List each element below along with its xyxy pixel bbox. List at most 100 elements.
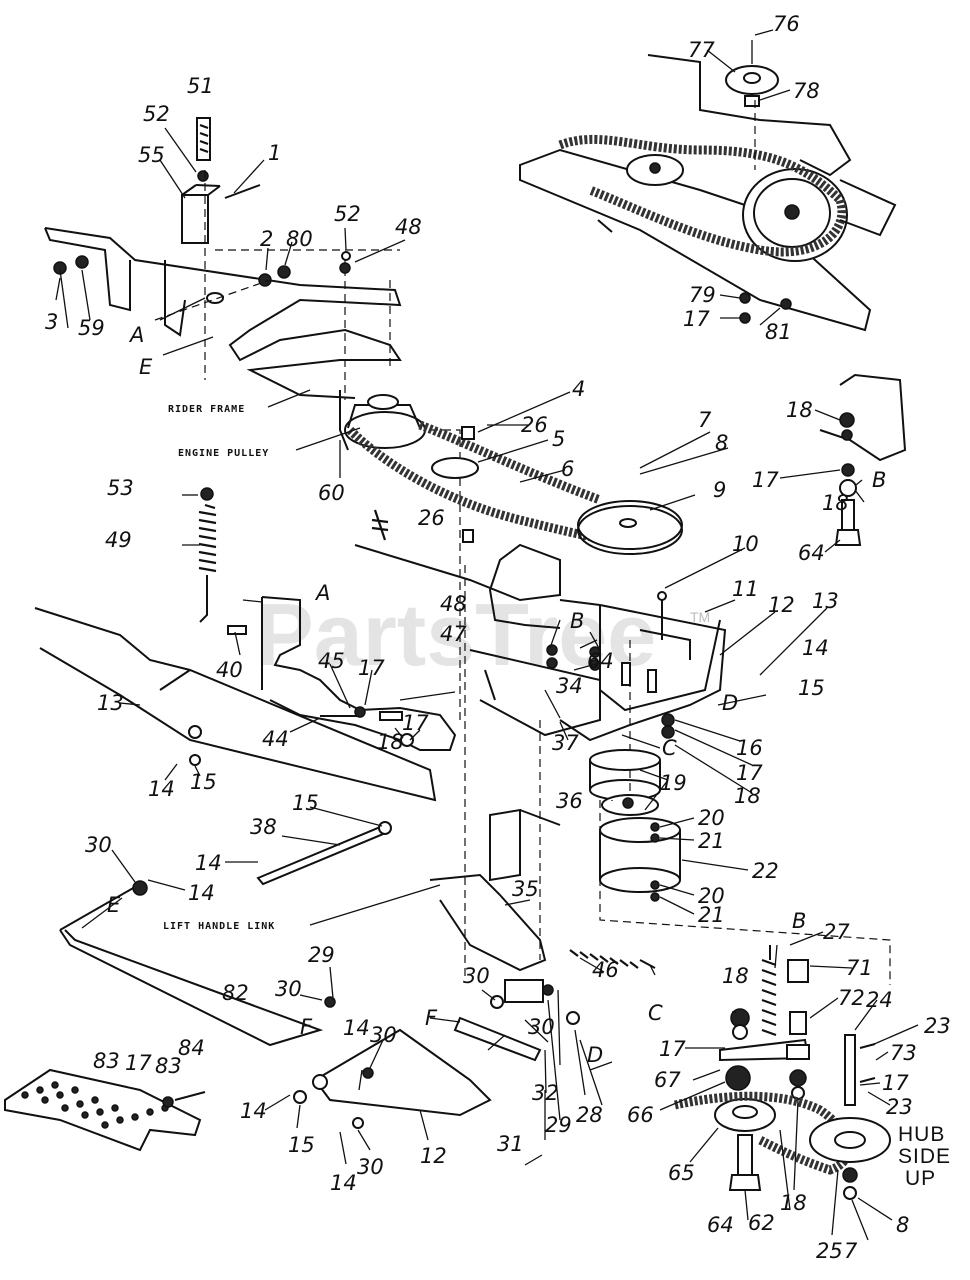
callout: 15 (288, 1133, 315, 1157)
callout: 55 (138, 143, 165, 167)
callout: 40 (216, 658, 243, 682)
callout: 79 (689, 283, 716, 307)
ref-letter-e: E (107, 893, 121, 917)
caption-lift-handle-link: LIFT HANDLE LINK (163, 921, 275, 932)
callout: 8 (896, 1213, 909, 1237)
callout: 84 (178, 1036, 205, 1060)
callout: 38 (250, 815, 277, 839)
callout: 64 (707, 1213, 734, 1237)
callout: 36 (556, 789, 583, 813)
callout: 19 (660, 771, 687, 795)
callout: 6 (561, 457, 574, 481)
callout: 17 (125, 1051, 152, 1075)
ref-letter-b: B (792, 909, 806, 933)
rider-frame (44, 117, 402, 399)
watermark-trademark: TM (690, 609, 710, 625)
callout: 18 (780, 1191, 807, 1215)
callout: 64 (798, 541, 825, 565)
callout: 26 (418, 506, 445, 530)
ref-letter-b: B (570, 609, 584, 633)
callout: 10 (732, 532, 759, 556)
callout: 60 (318, 481, 345, 505)
callout: 28 (576, 1103, 603, 1127)
callout: 53 (107, 476, 134, 500)
callout: 21 (698, 903, 725, 927)
callout: 30 (528, 1015, 555, 1039)
callout: 37 (552, 731, 579, 755)
callout: 27 (823, 920, 850, 944)
callout: 35 (512, 877, 539, 901)
caption-side: SIDE (898, 1145, 951, 1168)
callout: 51 (187, 74, 214, 98)
callout: 17 (882, 1071, 909, 1095)
callout: 13 (97, 691, 124, 715)
callout: 12 (420, 1144, 447, 1168)
callout: 13 (812, 589, 839, 613)
ref-letter-d: D (587, 1043, 603, 1067)
foot-plate (4, 1068, 206, 1152)
ref-letter-c: C (648, 1001, 663, 1025)
ref-letter-f: F (300, 1015, 313, 1039)
callout: 2 (260, 227, 273, 251)
idler-assembly (674, 945, 891, 1200)
callout: 29 (308, 943, 335, 967)
ref-letter-e: E (139, 355, 153, 379)
callout: 21 (698, 829, 725, 853)
callout: 18 (722, 964, 749, 988)
caption-rider-frame: RIDER FRAME (168, 404, 245, 415)
callout: 14 (330, 1171, 357, 1195)
callout: 83 (155, 1054, 182, 1078)
callout: 8 (715, 431, 728, 455)
callout: 78 (793, 79, 820, 103)
callout: 18 (822, 491, 849, 515)
callout: 71 (846, 956, 873, 980)
callout: 30 (370, 1023, 397, 1047)
callout: 49 (105, 528, 132, 552)
callout: 64 (587, 649, 614, 673)
watermark: PartsTree (255, 585, 656, 684)
callout: 22 (752, 859, 779, 883)
ref-letter-a: A (314, 581, 330, 605)
callout: 25 (816, 1239, 843, 1263)
callout: 82 (222, 981, 249, 1005)
callout: 59 (78, 316, 105, 340)
callout: 48 (395, 215, 422, 239)
callout: 1 (268, 141, 281, 165)
caption-hub: HUB (898, 1123, 945, 1146)
callout: 15 (292, 791, 319, 815)
ref-letter-c: C (662, 736, 677, 760)
callout: 80 (286, 227, 313, 251)
callout: 3 (45, 310, 58, 334)
callout: 20 (698, 884, 725, 908)
callout: 14 (240, 1099, 267, 1123)
callout: 14 (195, 851, 222, 875)
callout: 20 (698, 806, 725, 830)
callout: 34 (556, 674, 583, 698)
pulley-stack (589, 749, 681, 902)
callout: 62 (748, 1211, 775, 1235)
callout: 17 (402, 711, 429, 735)
callout: 66 (627, 1103, 654, 1127)
callout: 17 (752, 468, 779, 492)
callout: 65 (668, 1161, 695, 1185)
inset-belt-assembly (519, 40, 897, 332)
callout: 23 (924, 1014, 951, 1038)
callout: 17 (659, 1037, 686, 1061)
caption-engine-pulley: ENGINE PULLEY (178, 448, 269, 459)
callout: 26 (521, 413, 548, 437)
callout: 73 (890, 1041, 917, 1065)
callout: 14 (802, 636, 829, 660)
callout: 30 (275, 977, 302, 1001)
callout: 16 (736, 736, 763, 760)
callout: 14 (188, 881, 215, 905)
callout: 17 (358, 656, 385, 680)
callout: 4 (572, 377, 585, 401)
callout: 67 (654, 1068, 681, 1092)
callout: 14 (148, 777, 175, 801)
callout: 11 (732, 577, 759, 601)
callout: 30 (85, 833, 112, 857)
callout: 81 (765, 320, 792, 344)
callout: 5 (552, 427, 565, 451)
callout: 44 (262, 727, 289, 751)
leader-lines (55, 29, 919, 1241)
